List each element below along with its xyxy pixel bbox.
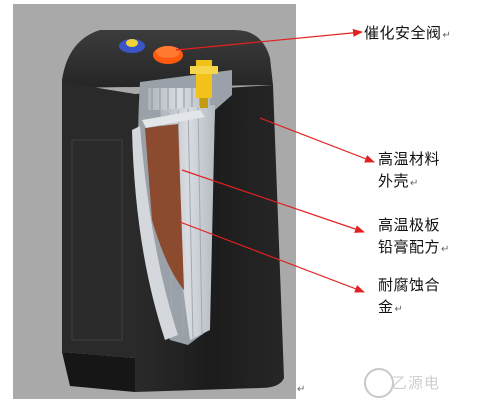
watermark-text: 乙源电 (392, 374, 441, 392)
plate-arrow (181, 169, 365, 233)
plate-strap (142, 110, 205, 128)
paragraph-mark: ↵ (410, 178, 419, 189)
shell-label: 高温材料 外壳↵ (378, 148, 440, 195)
cutaway-section (132, 70, 232, 345)
alloy-label-line2: 金 (378, 298, 394, 316)
plate-label-line1: 高温极板 (378, 216, 441, 234)
alloy-label-line1: 耐腐蚀合 (378, 276, 441, 294)
valve-label: 催化安全阀↵ (364, 22, 451, 47)
shell-arrow (259, 117, 375, 163)
plate-label: 高温极板 铅膏配方↵ (378, 214, 450, 261)
paragraph-mark: ↵ (442, 30, 452, 41)
side-panel-inset (71, 139, 123, 341)
active-plate (145, 124, 184, 290)
shell-label-line1: 高温材料 (378, 150, 441, 168)
valve-label-text: 催化安全阀 (364, 24, 442, 42)
battery-left-face (62, 82, 135, 358)
paragraph-mark: ↵ (441, 244, 450, 255)
callout-arrows (175, 28, 375, 293)
yellow-cap-center (126, 39, 138, 47)
separator (132, 126, 178, 340)
valve-arrow (175, 28, 363, 51)
watermark-logo-icon (364, 368, 394, 398)
top-components (119, 39, 218, 108)
plate-label-line2: 铅膏配方 (378, 238, 441, 256)
shell-label-line2: 外壳 (378, 172, 410, 190)
terminal-post (196, 60, 212, 98)
alloy-label: 耐腐蚀合 金↵ (378, 274, 440, 321)
alloy-arrow (179, 221, 365, 293)
battery-base (62, 352, 135, 392)
paragraph-mark: ↵ (394, 304, 404, 315)
bottom-paragraph-mark: ↵ (297, 384, 306, 395)
